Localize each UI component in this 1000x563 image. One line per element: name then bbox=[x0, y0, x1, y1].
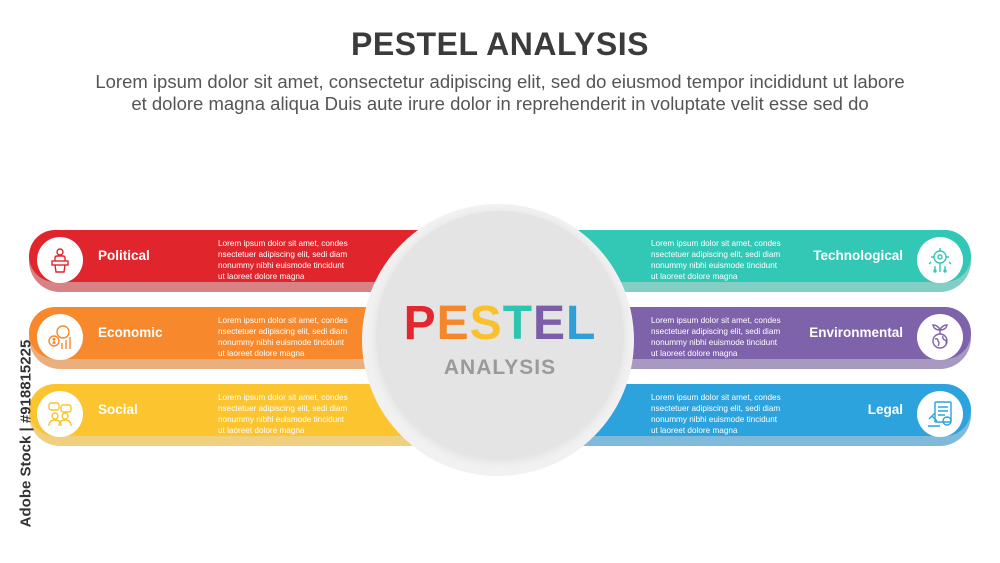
factor-label: Environmental bbox=[809, 325, 903, 340]
factor-label: Technological bbox=[813, 248, 903, 263]
factor-description: Lorem ipsum dolor sit amet, condes nsect… bbox=[651, 238, 791, 282]
factor-label: Political bbox=[98, 248, 150, 263]
desc-line: ut laoreet dolore magna bbox=[651, 349, 738, 358]
factor-description: Lorem ipsum dolor sit amet, condes nsect… bbox=[218, 315, 358, 359]
desc-line: Lorem ipsum dolor sit amet, condes bbox=[651, 316, 781, 325]
bar-fill bbox=[571, 230, 971, 282]
desc-line: nsectetuer adipiscing elit, sedi diam bbox=[218, 404, 348, 413]
desc-line: nsectetuer adipiscing elit, sedi diam bbox=[218, 327, 348, 336]
desc-line: nonummy nibhi euismode tincidunt bbox=[651, 415, 778, 424]
factor-description: Lorem ipsum dolor sit amet, condes nsect… bbox=[651, 315, 791, 359]
money-chart-icon bbox=[48, 325, 71, 349]
legal-document-icon bbox=[928, 401, 952, 427]
icon-badge bbox=[37, 314, 83, 360]
page-subtitle: Lorem ipsum dolor sit amet, consectetur … bbox=[40, 71, 960, 115]
desc-line: ut laoreet dolore magna bbox=[651, 272, 738, 281]
pestel-letter: E bbox=[436, 297, 470, 350]
watermark-text: Adobe Stock | #918815225 bbox=[17, 339, 35, 528]
factor-label: Social bbox=[98, 402, 138, 417]
desc-line: nsectetuer adipiscing elit, sedi diam bbox=[651, 250, 781, 259]
pestel-letter: P bbox=[403, 297, 437, 350]
factor-description: Lorem ipsum dolor sit amet, condes nsect… bbox=[218, 238, 358, 282]
desc-line: ut laoreet dolore magna bbox=[218, 272, 305, 281]
circuit-gear-icon bbox=[928, 248, 952, 273]
desc-line: nonummy nibhi euismode tincidunt bbox=[218, 261, 345, 270]
factor-description: Lorem ipsum dolor sit amet, condes nsect… bbox=[651, 392, 791, 436]
pestel-letter: S bbox=[469, 297, 503, 350]
page-title: PESTEL ANALYSIS bbox=[351, 26, 649, 62]
desc-line: ut laoreet dolore magna bbox=[218, 349, 305, 358]
pestel-letter: E bbox=[533, 297, 567, 350]
icon-badge bbox=[917, 314, 963, 360]
factor-description: Lorem ipsum dolor sit amet, condes nsect… bbox=[218, 392, 358, 436]
factor-bar-technological: Technological Lorem ipsum dolor sit amet… bbox=[571, 230, 971, 292]
icon-badge bbox=[917, 237, 963, 283]
desc-line: nonummy nibhi euismode tincidunt bbox=[651, 338, 778, 347]
factor-bar-political: Political Lorem ipsum dolor sit amet, co… bbox=[29, 230, 429, 292]
factor-bar-environmental: Environmental Lorem ipsum dolor sit amet… bbox=[571, 307, 971, 369]
factor-bar-legal: Legal Lorem ipsum dolor sit amet, condes… bbox=[571, 384, 971, 446]
center-circle bbox=[376, 211, 624, 459]
desc-line: ut laoreet dolore magna bbox=[218, 426, 305, 435]
stock-watermark: Adobe Stock | #918815225 bbox=[6, 320, 36, 560]
pestel-letter: T bbox=[502, 297, 534, 350]
analysis-word: ANALYSIS bbox=[443, 356, 557, 379]
bar-fill bbox=[571, 384, 971, 436]
icon-badge bbox=[37, 391, 83, 437]
desc-line: Lorem ipsum dolor sit amet, condes bbox=[651, 393, 781, 402]
desc-line: Lorem ipsum dolor sit amet, condes bbox=[218, 239, 348, 248]
subtitle-line-1: Lorem ipsum dolor sit amet, consectetur … bbox=[95, 71, 905, 92]
bar-fill bbox=[29, 230, 429, 282]
factor-label: Economic bbox=[98, 325, 163, 340]
leaf-globe-icon bbox=[932, 324, 948, 349]
desc-line: nsectetuer adipiscing elit, sedi diam bbox=[651, 404, 781, 413]
pestel-word: PESTEL bbox=[376, 298, 624, 350]
desc-line: nsectetuer adipiscing elit, sedi diam bbox=[218, 250, 348, 259]
desc-line: nsectetuer adipiscing elit, sedi diam bbox=[651, 327, 781, 336]
podium-speaker-icon bbox=[51, 248, 69, 273]
factor-label: Legal bbox=[867, 402, 903, 417]
icon-badge bbox=[917, 391, 963, 437]
subtitle-line-2: et dolore magna aliqua Duis aute irure d… bbox=[131, 93, 869, 114]
bar-fill bbox=[29, 384, 429, 436]
desc-line: nonummy nibhi euismode tincidunt bbox=[218, 338, 345, 347]
people-chat-icon bbox=[48, 402, 72, 427]
desc-line: nonummy nibhi euismode tincidunt bbox=[651, 261, 778, 270]
desc-line: Lorem ipsum dolor sit amet, condes bbox=[218, 393, 348, 402]
icon-badge bbox=[37, 237, 83, 283]
desc-line: nonummy nibhi euismode tincidunt bbox=[218, 415, 345, 424]
desc-line: Lorem ipsum dolor sit amet, condes bbox=[218, 316, 348, 325]
bar-fill bbox=[571, 307, 971, 359]
desc-line: ut laoreet dolore magna bbox=[651, 426, 738, 435]
desc-line: Lorem ipsum dolor sit amet, condes bbox=[651, 239, 781, 248]
pestel-letter: L bbox=[566, 297, 597, 350]
factor-bar-social: Social Lorem ipsum dolor sit amet, conde… bbox=[29, 384, 429, 446]
